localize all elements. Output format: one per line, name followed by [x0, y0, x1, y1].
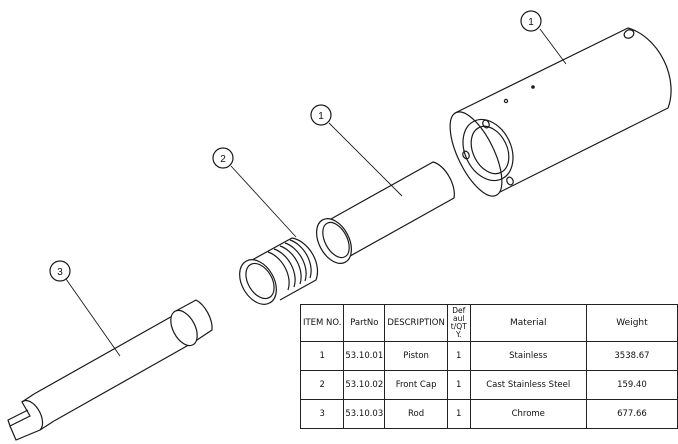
cell-qty: 1 — [446, 399, 471, 429]
cell-qty: 1 — [446, 341, 471, 371]
cell-part-no: 53.10.03 — [343, 399, 386, 429]
balloon-3-rod: 3 — [49, 260, 71, 282]
leader-lines — [65, 28, 567, 357]
cell-item-no: 3 — [299, 399, 345, 429]
balloon-1-piston: 1 — [310, 104, 332, 126]
header-default-qty: Default/QTY. — [446, 304, 471, 342]
cell-material: Cast Stainless Steel — [469, 370, 587, 400]
cell-part-no: 53.10.02 — [343, 370, 386, 400]
cell-material: Stainless — [469, 341, 587, 371]
cell-part-no: 53.10.01 — [343, 341, 386, 371]
cell-item-no: 2 — [299, 370, 345, 400]
barrel-part[interactable] — [440, 27, 672, 203]
header-weight: Weight — [585, 304, 678, 342]
cell-item-no: 1 — [299, 341, 345, 371]
piston-part[interactable] — [309, 161, 455, 269]
cell-description: Front Cap — [384, 370, 448, 400]
header-item-no: ITEM NO. — [299, 304, 345, 342]
cell-weight: 159.40 — [585, 370, 678, 400]
header-default-qty-text: Default/QTY. — [450, 306, 467, 339]
svg-text:3: 3 — [57, 267, 63, 278]
table-row: 2 53.10.02 Front Cap 1 Cast Stainless St… — [299, 370, 678, 400]
balloon-2-front-cap: 2 — [212, 147, 234, 169]
rod-part[interactable] — [7, 299, 213, 441]
cell-weight: 677.66 — [585, 399, 678, 429]
svg-text:1: 1 — [318, 111, 324, 122]
cell-material: Chrome — [469, 399, 587, 429]
header-part-no: PartNo — [343, 304, 386, 342]
table-row: 3 53.10.03 Rod 1 Chrome 677.66 — [299, 399, 678, 429]
cell-description: Piston — [384, 341, 448, 371]
bill-of-materials-table: ITEM NO. PartNo DESCRIPTION Default/QTY.… — [299, 304, 678, 429]
front-cap-part[interactable] — [232, 237, 319, 311]
header-material: Material — [469, 304, 587, 342]
svg-text:1: 1 — [528, 17, 534, 28]
table-row: 1 53.10.01 Piston 1 Stainless 3538.67 — [299, 341, 678, 371]
cell-description: Rod — [384, 399, 448, 429]
cell-weight: 3538.67 — [585, 341, 678, 371]
bom-header-row: ITEM NO. PartNo DESCRIPTION Default/QTY.… — [299, 304, 678, 342]
svg-text:2: 2 — [220, 154, 226, 165]
cell-qty: 1 — [446, 370, 471, 400]
header-description: DESCRIPTION — [384, 304, 448, 342]
balloon-1-barrel: 1 — [520, 10, 542, 32]
